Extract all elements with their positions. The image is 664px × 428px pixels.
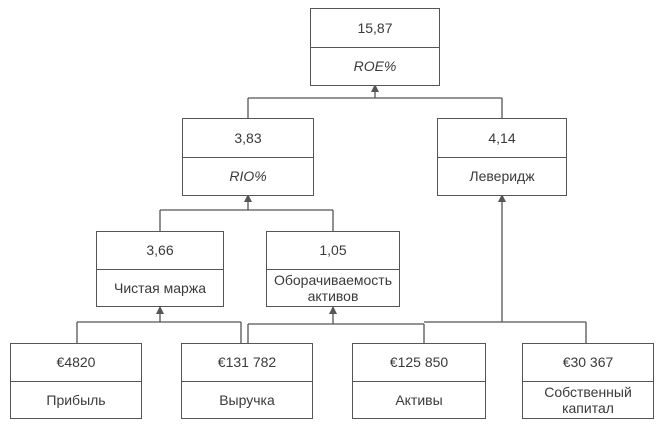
node-margin: 3,66 Чистая маржа — [96, 231, 224, 307]
node-revenue-value: €131 782 — [217, 354, 277, 371]
node-revenue-label: Выручка — [182, 380, 312, 419]
node-equity-label: Собственный капитал — [523, 380, 653, 419]
node-assets-label: Активы — [353, 380, 485, 419]
arrow-to-roe — [371, 84, 379, 92]
node-rio: 3,83 RIO% — [182, 118, 314, 196]
node-equity: €30 367 Собственный капитал — [522, 343, 654, 419]
node-margin-label: Чистая маржа — [97, 268, 223, 307]
node-equity-value: €30 367 — [562, 354, 614, 371]
node-roe: 15,87 ROE% — [310, 8, 440, 86]
node-assets-value: €125 850 — [389, 354, 449, 371]
node-rio-value: 3,83 — [234, 129, 262, 146]
node-leverage-value: 4,14 — [488, 129, 516, 146]
node-leverage: 4,14 Леверидж — [437, 118, 567, 196]
node-profit-label: Прибыль — [11, 380, 141, 419]
node-margin-value: 3,66 — [146, 242, 174, 259]
node-profit: €4820 Прибыль — [10, 343, 142, 419]
arrow-to-turnover — [329, 306, 337, 314]
arrow-to-leverage — [498, 194, 506, 202]
node-turnover: 1,05 Оборачиваемость активов — [266, 231, 400, 307]
arrow-to-margin — [156, 306, 164, 314]
node-roe-label: ROE% — [311, 46, 439, 86]
node-revenue: €131 782 Выручка — [181, 343, 313, 419]
node-leverage-label: Леверидж — [438, 156, 566, 196]
node-turnover-value: 1,05 — [319, 242, 347, 259]
arrow-to-rio — [244, 194, 252, 202]
node-turnover-label: Оборачиваемость активов — [267, 268, 399, 307]
node-assets: €125 850 Активы — [352, 343, 486, 419]
node-profit-value: €4820 — [56, 354, 96, 371]
node-roe-value: 15,87 — [357, 19, 393, 36]
node-rio-label: RIO% — [183, 156, 313, 196]
